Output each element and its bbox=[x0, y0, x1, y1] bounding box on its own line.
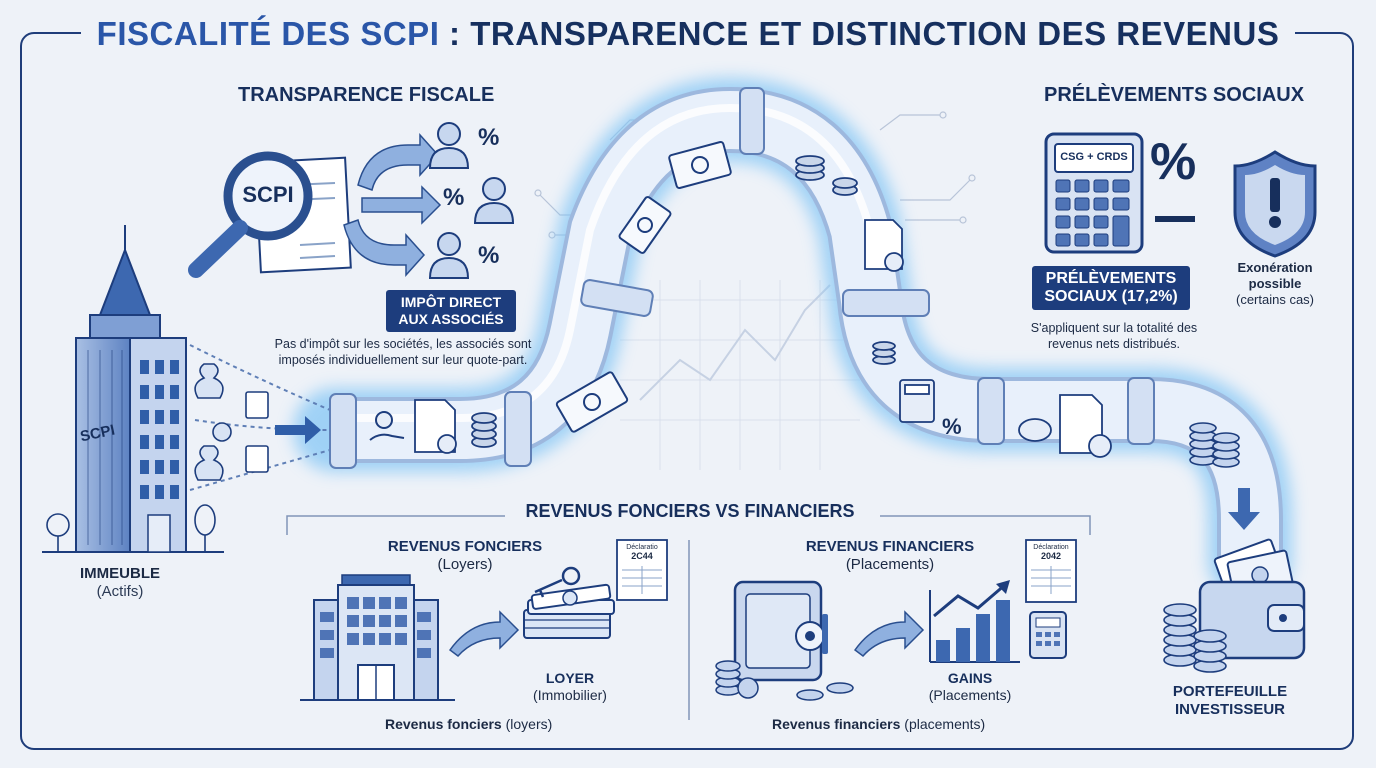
exoneration-line1: Exonération bbox=[1237, 260, 1313, 275]
office-building-illustration bbox=[300, 574, 455, 701]
pipe-coin-stacks bbox=[471, 155, 896, 448]
scpi-doc-label: SCPI bbox=[242, 182, 294, 207]
fonciers-title: REVENUS FONCIERS bbox=[387, 538, 543, 555]
transparence-note-line1: Pas d'impôt sur les sociétés, les associ… bbox=[274, 337, 532, 351]
fonciers-form-title: Déclaratio bbox=[626, 544, 658, 551]
distribution-arrows bbox=[343, 133, 442, 277]
pipe-hand-coin bbox=[369, 411, 405, 441]
pipe-couplings bbox=[329, 87, 1155, 469]
impot-direct-line2: AUX ASSOCIÉS bbox=[398, 311, 504, 327]
financiers-form-header: Déclaration 2042 bbox=[1027, 543, 1075, 561]
fonciers-title-block: REVENUS FONCIERS (Loyers) bbox=[370, 538, 560, 574]
page-title: FISCALITÉ DES SCPI : TRANSPARENCE ET DIS… bbox=[0, 12, 1376, 56]
safe-illustration bbox=[715, 580, 854, 701]
gains-sub: (Placements) bbox=[928, 687, 1012, 703]
pipe-calculator bbox=[899, 379, 935, 423]
transparence-note: Pas d'impôt sur les sociétés, les associ… bbox=[258, 336, 548, 368]
portefeuille-line2: INVESTISSEUR bbox=[1174, 701, 1286, 718]
prelevements-note-line2: revenus nets distribués. bbox=[1047, 337, 1180, 351]
growth-bar-chart-illustration bbox=[929, 580, 1020, 663]
tax-form-fonciers bbox=[616, 539, 668, 601]
financiers-title-block: REVENUS FINANCIERS (Placements) bbox=[790, 538, 990, 574]
money-stack-illustration bbox=[523, 583, 615, 639]
prelevements-box-line2: SOCIAUX (17,2%) bbox=[1044, 288, 1178, 305]
calculator-illustration bbox=[1044, 132, 1195, 254]
prelevements-box: PRÉLÈVEMENTS SOCIAUX (17,2%) bbox=[1032, 266, 1190, 310]
calculator-screen-text: CSG + CRDS bbox=[1060, 151, 1128, 163]
portefeuille-label: PORTEFEUILLE INVESTISSEUR bbox=[1160, 683, 1300, 719]
flying-money-bags bbox=[194, 363, 269, 481]
percent-symbol-large: % bbox=[1150, 133, 1197, 191]
fonciers-form-header: Déclaratio 2C44 bbox=[618, 543, 666, 561]
revenus-heading: REVENUS FONCIERS VS FINANCIERS bbox=[525, 501, 855, 521]
tax-form-financiers bbox=[1025, 539, 1077, 603]
financiers-caption-bold: Revenus financiers bbox=[772, 716, 901, 732]
transparence-heading: TRANSPARENCE FISCALE bbox=[238, 84, 495, 106]
financiers-title: REVENUS FINANCIERS bbox=[805, 538, 975, 555]
immeuble-label: IMMEUBLE (Actifs) bbox=[60, 565, 180, 601]
revenus-bracket bbox=[286, 515, 1091, 720]
gains-label: GAINS (Placements) bbox=[915, 670, 1025, 704]
financiers-form-title: Déclaration bbox=[1033, 544, 1069, 551]
immeuble-title: IMMEUBLE bbox=[80, 565, 160, 582]
fonciers-form-year: 2C44 bbox=[631, 551, 653, 561]
loyer-title: LOYER bbox=[545, 670, 595, 686]
exoneration-label: Exonération possible (certains cas) bbox=[1220, 260, 1330, 308]
financiers-sub: (Placements) bbox=[845, 556, 935, 573]
impot-direct-line1: IMPÔT DIRECT bbox=[400, 294, 502, 310]
immeuble-sub: (Actifs) bbox=[96, 583, 144, 600]
fonciers-caption: Revenus fonciers (loyers) bbox=[385, 716, 552, 732]
pipe-piggy-bank bbox=[1018, 418, 1052, 442]
prelevements-heading: PRÉLÈVEMENTS SOCIAUX bbox=[1044, 84, 1305, 106]
building-illustration bbox=[42, 225, 224, 553]
arrow-to-pipe bbox=[275, 416, 321, 444]
pipe-percent: % bbox=[942, 414, 962, 439]
percent-associate-1: % bbox=[478, 124, 500, 151]
arrow-financiers bbox=[853, 610, 925, 658]
percent-associate-2: % bbox=[443, 184, 465, 211]
portefeuille-line1: PORTEFEUILLE bbox=[1172, 683, 1288, 700]
small-calculator-icon bbox=[1029, 611, 1067, 659]
prelevements-box-line1: PRÉLÈVEMENTS bbox=[1045, 270, 1177, 287]
impot-direct-box: IMPÔT DIRECT AUX ASSOCIÉS bbox=[386, 290, 516, 332]
title-part2: : TRANSPARENCE ET DISTINCTION DES REVENU… bbox=[439, 15, 1280, 52]
background-trend-chart bbox=[620, 280, 860, 470]
fonciers-caption-rest: (loyers) bbox=[501, 716, 553, 732]
title-part1: FISCALITÉ DES SCPI bbox=[96, 15, 440, 52]
scpi-document-magnifier bbox=[188, 151, 352, 278]
loyer-label: LOYER (Immobilier) bbox=[515, 670, 625, 704]
transparence-note-line2: imposés individuellement sur leur quote-… bbox=[278, 353, 528, 367]
pipe-documents bbox=[414, 219, 1112, 458]
financiers-caption-rest: (placements) bbox=[900, 716, 986, 732]
fonciers-caption-bold: Revenus fonciers bbox=[385, 716, 502, 732]
pipe-banknotes bbox=[555, 141, 732, 433]
key-icon bbox=[534, 566, 581, 598]
loyer-sub: (Immobilier) bbox=[533, 687, 607, 703]
prelevements-note: S'appliquent sur la totalité des revenus… bbox=[1016, 320, 1212, 352]
wallet-illustration bbox=[1198, 538, 1306, 660]
percent-associate-3: % bbox=[478, 242, 500, 269]
prelevements-note-line1: S'appliquent sur la totalité des bbox=[1030, 321, 1198, 335]
arrow-to-wallet bbox=[1228, 488, 1260, 530]
associates-avatars bbox=[428, 122, 515, 279]
gains-title: GAINS bbox=[947, 670, 993, 686]
financiers-caption: Revenus financiers (placements) bbox=[772, 716, 985, 732]
exoneration-line2: possible bbox=[1248, 276, 1302, 291]
arrow-fonciers bbox=[448, 610, 520, 658]
coin-stacks-outlet bbox=[1189, 422, 1240, 468]
fonciers-sub: (Loyers) bbox=[437, 556, 493, 573]
exoneration-line3: (certains cas) bbox=[1235, 292, 1315, 307]
coin-stacks-wallet bbox=[1163, 603, 1227, 673]
shield-exclamation-icon bbox=[1233, 150, 1317, 258]
financiers-form-year: 2042 bbox=[1040, 551, 1062, 561]
